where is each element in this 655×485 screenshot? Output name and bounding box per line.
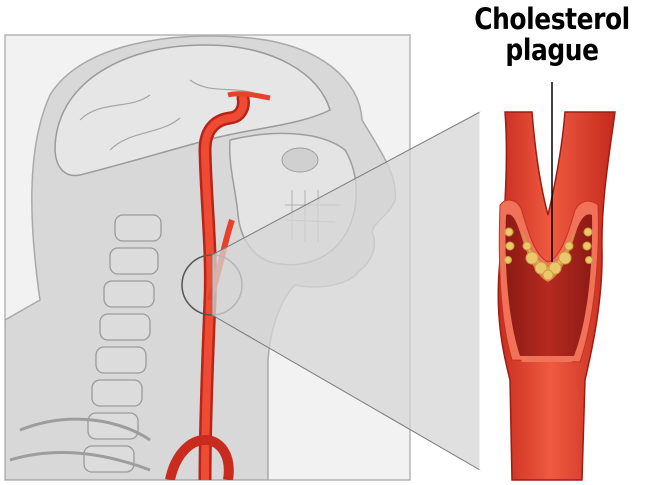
artery-cross-section [480, 112, 628, 480]
label-line-2: plague [466, 35, 638, 66]
plaque-callout-label: Cholesterol plague [466, 4, 638, 66]
label-line-1: Cholesterol [466, 4, 638, 35]
